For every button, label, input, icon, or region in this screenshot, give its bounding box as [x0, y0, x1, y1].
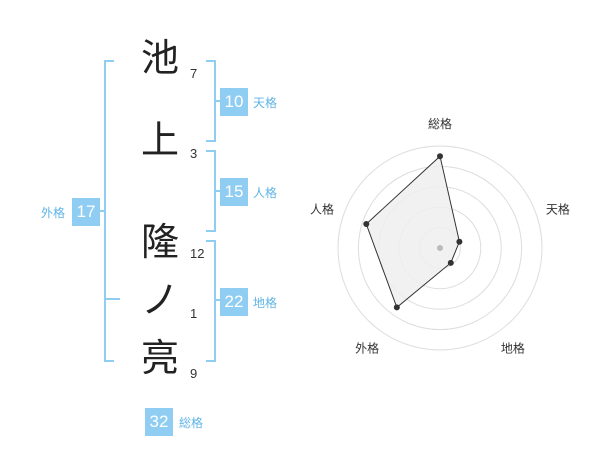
soukaku-label: 総格: [179, 416, 204, 430]
radar-axis-label-1: 総格: [428, 116, 452, 131]
gaikaku-bracket-tick: [104, 298, 120, 300]
name-char-1: 池: [140, 36, 179, 80]
stroke-count-3: 12: [190, 246, 205, 261]
tenkaku-connector: [214, 100, 222, 102]
radar-point-5: [363, 221, 370, 228]
gaikaku-bracket: [104, 60, 114, 362]
soukaku-badge: 32: [145, 408, 173, 436]
name-char-2: 上: [140, 118, 179, 162]
radar-point-4: [393, 304, 400, 311]
stroke-count-5: 9: [190, 366, 198, 381]
name-char-5: 亮: [140, 336, 179, 380]
chikaku-connector: [214, 299, 222, 301]
radar-center-dot: [437, 245, 443, 251]
jinkaku-label: 人格: [253, 186, 278, 200]
radar-axis-label-2: 天格: [546, 202, 570, 217]
tenkaku-label: 天格: [253, 96, 278, 110]
stroke-count-1: 7: [190, 66, 198, 81]
radar-point-1: [437, 153, 443, 160]
radar-axis-label-3: 地格: [501, 340, 525, 355]
radar-axis-label-5: 人格: [310, 202, 334, 217]
stroke-count-2: 3: [190, 146, 198, 161]
radar-points: [363, 153, 463, 311]
radar-axis-label-4: 外格: [355, 340, 379, 355]
radar-area: [365, 155, 460, 309]
gaikaku-label: 外格: [41, 206, 66, 220]
chikaku-bracket: [206, 240, 216, 362]
chikaku-badge: 22: [220, 288, 248, 316]
radar-ring: [337, 145, 543, 351]
gaikaku-badge: 17: [72, 198, 100, 226]
radar-point-3: [447, 259, 454, 266]
stroke-count-4: 1: [190, 306, 198, 321]
name-char-3: 隆: [140, 220, 179, 264]
gaikaku-connector: [96, 210, 104, 212]
tenkaku-badge: 10: [220, 88, 248, 116]
chikaku-label: 地格: [253, 296, 278, 310]
jinkaku-connector: [214, 190, 222, 192]
name-char-4: ノ: [140, 278, 179, 322]
radar-point-2: [456, 238, 463, 245]
jinkaku-badge: 15: [220, 178, 248, 206]
